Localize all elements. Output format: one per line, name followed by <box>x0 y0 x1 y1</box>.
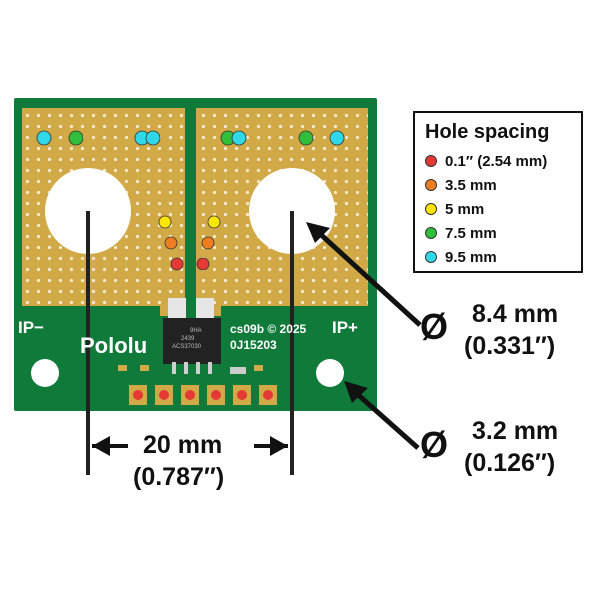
leader-large-hole <box>316 230 422 327</box>
legend-item: 0.1″ (2.54 mm) <box>425 151 547 171</box>
legend-item: 9.5 mm <box>425 247 497 267</box>
chip-marking-1: ACS37030 <box>172 344 202 350</box>
sensor-chip <box>163 318 221 364</box>
hole-spacing-in: (0.787″) <box>133 463 225 491</box>
small-hole-diameter-mm: 3.2 mm <box>472 417 559 445</box>
header-pins <box>129 385 277 405</box>
large-hole-diameter-in: (0.331″) <box>464 332 556 360</box>
large-hole-diameter-mm: 8.4 mm <box>472 300 559 328</box>
legend-dot-yellow <box>425 203 437 215</box>
smd-component <box>118 365 127 371</box>
small-hole-diameter-in: (0.126″) <box>464 449 556 477</box>
legend: Hole spacing 0.1″ (2.54 mm) 3.5 mm 5 mm … <box>413 111 583 273</box>
legend-item: 3.5 mm <box>425 175 497 195</box>
part-code: 0J15203 <box>230 338 277 352</box>
chip-pad-right <box>196 298 214 320</box>
small-hole-diameter-symbol: Ø <box>420 424 449 465</box>
chip-marking-3: 9HA <box>190 328 202 334</box>
smd-component <box>230 367 246 374</box>
chip-pad-left <box>168 298 186 320</box>
board-id: cs09b © 2025 <box>230 322 307 336</box>
small-hole-left <box>31 359 59 387</box>
small-hole-right <box>316 359 344 387</box>
legend-item: 7.5 mm <box>425 223 497 243</box>
hole-markers <box>36 130 345 271</box>
hole-spacing-mm: 20 mm <box>143 431 223 459</box>
chip-marking-2: 2439 <box>181 336 195 342</box>
legend-dot-cyan <box>425 251 437 263</box>
brand-logo: Pololu <box>80 333 148 358</box>
legend-dot-green <box>425 227 437 239</box>
large-hole-diameter-symbol: Ø <box>420 306 449 347</box>
smd-component <box>140 365 149 371</box>
smd-component <box>254 365 263 371</box>
terminal-label-left: IP− <box>18 318 44 337</box>
terminal-label-right: IP+ <box>332 318 358 337</box>
legend-dot-red <box>425 155 437 167</box>
legend-item: 5 mm <box>425 199 484 219</box>
legend-dot-orange <box>425 179 437 191</box>
leader-small-hole <box>353 390 420 450</box>
legend-title: Hole spacing <box>425 121 550 143</box>
